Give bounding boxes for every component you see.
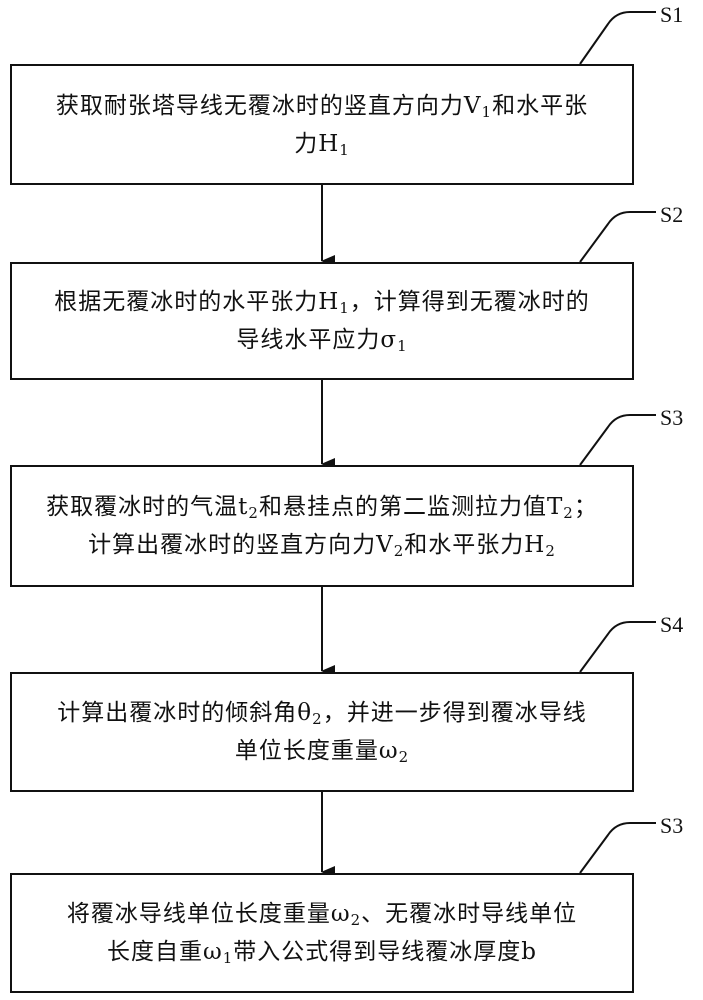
step-text: 根据无覆冰时的水平张力H1，计算得到无覆冰时的导线水平应力σ1 — [54, 283, 590, 359]
step-text-line: 计算出覆冰时的倾斜角θ2，并进一步得到覆冰导线 — [57, 694, 586, 732]
label-leader-line — [579, 414, 656, 466]
text-run: 、无覆冰时导线单位 — [361, 901, 578, 927]
step-text-line: 计算出覆冰时的竖直方向力V2和水平张力H2 — [46, 526, 598, 564]
step-text-line: 将覆冰导线单位长度重量ω2、无覆冰时导线单位 — [67, 895, 577, 933]
text-run: 根据无覆冰时的水平张力H — [54, 289, 340, 315]
step-label: S1 — [660, 2, 684, 27]
text-run: 导线水平应力σ — [236, 327, 398, 353]
step-text-line: 力H1 — [56, 125, 588, 163]
text-run: 带入公式得到导线覆冰厚度b — [233, 939, 538, 965]
step-box-2: 根据无覆冰时的水平张力H1，计算得到无覆冰时的导线水平应力σ1 — [10, 262, 634, 380]
subscript: 2 — [393, 542, 405, 560]
subscript: 2 — [563, 504, 574, 522]
label-leader-line — [579, 822, 656, 874]
text-run: 获取覆冰时的气温t — [46, 494, 249, 520]
subscript: 1 — [339, 140, 350, 159]
step-text-line: 根据无覆冰时的水平张力H1，计算得到无覆冰时的 — [54, 283, 590, 321]
text-run: 获取耐张塔导线无覆冰时的竖直方向力V — [55, 92, 482, 119]
label-leader-line — [579, 621, 656, 673]
label-leader-line — [579, 11, 656, 65]
step-label: S4 — [660, 612, 684, 637]
step-box-4: 计算出覆冰时的倾斜角θ2，并进一步得到覆冰导线单位长度重量ω2 — [10, 672, 634, 792]
text-run: 和悬挂点的第二监测拉力值T — [258, 494, 564, 520]
subscript: 1 — [222, 949, 234, 967]
step-text: 获取耐张塔导线无覆冰时的竖直方向力V1和水平张力H1 — [56, 87, 588, 163]
subscript: 2 — [545, 542, 556, 560]
step-box-5: 将覆冰导线单位长度重量ω2、无覆冰时导线单位长度自重ω1带入公式得到导线覆冰厚度… — [10, 873, 634, 993]
text-run: 计算出覆冰时的竖直方向力V — [88, 532, 394, 558]
subscript: 2 — [312, 710, 323, 728]
text-run: ，并进一步得到覆冰导线 — [322, 700, 587, 726]
subscript: 2 — [398, 748, 410, 766]
subscript: 1 — [339, 299, 350, 317]
text-run: 力H — [294, 130, 340, 157]
text-run: 长度自重ω — [106, 939, 223, 965]
step-label: S3 — [660, 813, 684, 838]
subscript: 2 — [248, 504, 259, 522]
text-run: ； — [573, 494, 598, 520]
step-label: S2 — [660, 202, 684, 227]
step-text-line: 导线水平应力σ1 — [54, 321, 590, 359]
step-box-1: 获取耐张塔导线无覆冰时的竖直方向力V1和水平张力H1 — [10, 64, 634, 185]
step-text-line: 获取耐张塔导线无覆冰时的竖直方向力V1和水平张 — [56, 87, 588, 125]
step-text-line: 单位长度重量ω2 — [57, 732, 586, 770]
step-text-line: 长度自重ω1带入公式得到导线覆冰厚度b — [67, 933, 577, 971]
subscript: 1 — [397, 337, 408, 355]
text-run: 将覆冰导线单位长度重量ω — [66, 901, 351, 927]
subscript: 2 — [350, 911, 362, 929]
step-text: 获取覆冰时的气温t2和悬挂点的第二监测拉力值T2；计算出覆冰时的竖直方向力V2和… — [46, 488, 598, 564]
text-run: 和水平张力H — [404, 532, 546, 558]
text-run: 单位长度重量ω — [234, 738, 399, 764]
step-text: 计算出覆冰时的倾斜角θ2，并进一步得到覆冰导线单位长度重量ω2 — [57, 694, 586, 770]
step-box-3: 获取覆冰时的气温t2和悬挂点的第二监测拉力值T2；计算出覆冰时的竖直方向力V2和… — [10, 465, 634, 587]
step-text: 将覆冰导线单位长度重量ω2、无覆冰时导线单位长度自重ω1带入公式得到导线覆冰厚度… — [67, 895, 577, 971]
step-label: S3 — [660, 405, 684, 430]
label-leader-line — [579, 211, 656, 263]
subscript: 1 — [481, 102, 493, 121]
text-run: ，计算得到无覆冰时的 — [349, 289, 590, 315]
text-run: 和水平张 — [492, 92, 589, 119]
text-run: 计算出覆冰时的倾斜角θ — [57, 700, 313, 726]
step-text-line: 获取覆冰时的气温t2和悬挂点的第二监测拉力值T2； — [46, 488, 598, 526]
